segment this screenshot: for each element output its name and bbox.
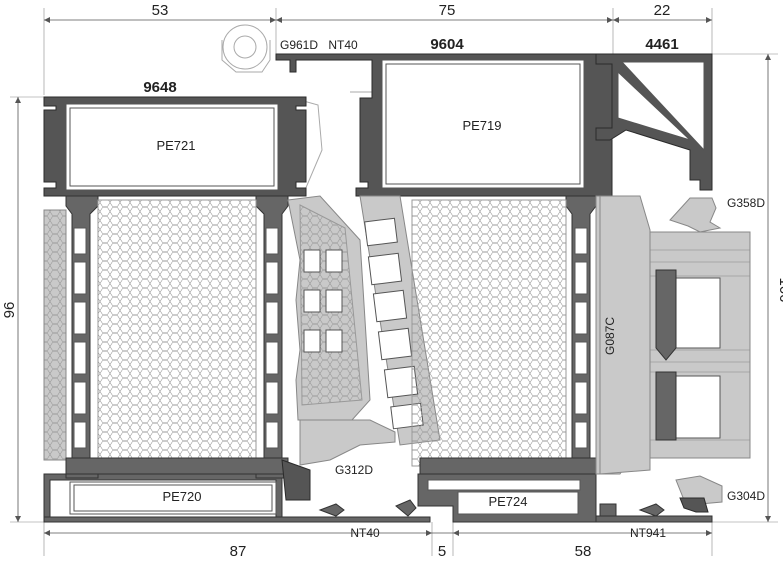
interlock-chambers — [303, 249, 343, 353]
label-g087c: G087C — [603, 317, 617, 355]
label-g358d: G358D — [727, 196, 765, 210]
label-nt941: NT941 — [630, 526, 666, 540]
dimension-right — [712, 53, 778, 523]
label-9648: 9648 — [143, 79, 176, 96]
dim-bottom-left: 87 — [230, 543, 247, 560]
profile-4461 — [595, 53, 713, 191]
label-g961d: G961D — [280, 38, 318, 52]
sash-left — [65, 195, 289, 479]
dim-right-height: 106 — [776, 277, 783, 302]
dim-bottom-mid: 5 — [438, 543, 446, 560]
interlock-centre — [281, 195, 396, 501]
label-pe720: PE720 — [162, 489, 201, 504]
label-pe719: PE719 — [462, 118, 501, 133]
label-pe724: PE724 — [488, 494, 527, 509]
dimension-top — [43, 8, 713, 95]
label-g312d: G312D — [335, 463, 373, 477]
frame-right — [649, 231, 751, 459]
profile-9648 — [43, 96, 307, 197]
sash-right — [411, 195, 597, 479]
dimension-bottom — [43, 522, 713, 556]
sash-right-chambers — [574, 227, 588, 449]
dim-top-right: 22 — [654, 2, 671, 19]
dim-top-mid: 75 — [439, 2, 456, 19]
dim-bottom-right: 58 — [575, 543, 592, 560]
dim-top-left: 53 — [152, 2, 169, 19]
dim-left-height: 96 — [1, 302, 18, 319]
sash-left-chambers — [73, 227, 279, 449]
profile-9604 — [275, 53, 613, 197]
label-4461: 4461 — [645, 36, 678, 53]
label-g304d: G304D — [727, 489, 765, 503]
frame-bottom-right — [318, 499, 713, 523]
gasket-g304d — [675, 475, 723, 513]
profile-pe724 — [417, 473, 597, 523]
profile-pe720 — [69, 481, 277, 515]
label-9604: 9604 — [430, 36, 464, 53]
label-pe721: PE721 — [156, 138, 195, 153]
gasket-g087c — [595, 195, 651, 475]
gasket-g358d — [669, 197, 722, 233]
label-nt40-bottom: NT40 — [350, 526, 380, 540]
label-nt40-top: NT40 — [328, 38, 358, 52]
